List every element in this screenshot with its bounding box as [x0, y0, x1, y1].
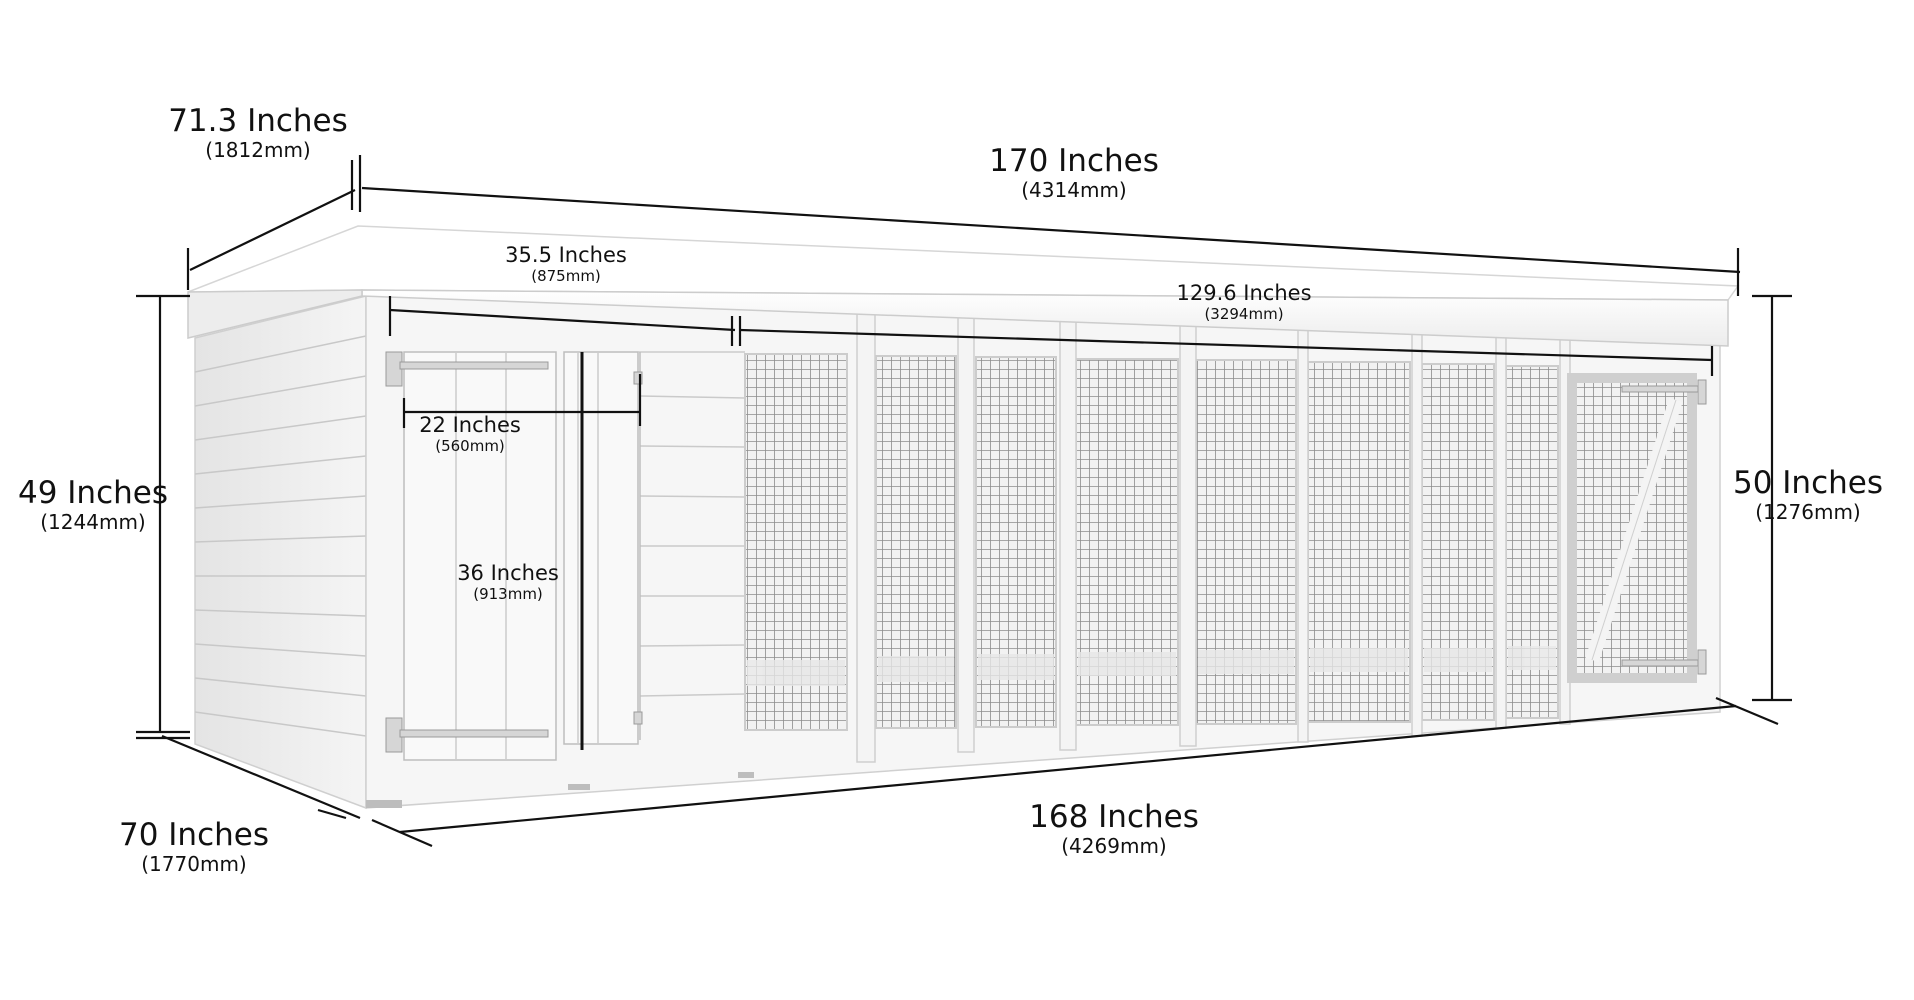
run-section-inches: 129.6 Inches [1176, 281, 1312, 305]
depth-top-inches: 71.3 Inches [168, 103, 348, 139]
height-left-inches: 49 Inches [17, 475, 169, 511]
roof-fascia-side [187, 289, 363, 339]
depth-bottom-inches: 70 Inches [118, 817, 270, 853]
depth-top-mm: (1812mm) [205, 138, 311, 163]
door-width-inches: 22 Inches [419, 413, 521, 437]
door-height-label: 36 Inches (913mm) [457, 561, 559, 604]
height-right-label: 50 Inches (1276mm) [1733, 466, 1883, 524]
door-width-label: 22 Inches (560mm) [419, 413, 521, 456]
height-right-inches: 50 Inches [1732, 465, 1884, 501]
left-side-cladding [194, 335, 367, 737]
shed-section-inches: 35.5 Inches [505, 243, 627, 267]
door-height-mm: (913mm) [473, 585, 543, 604]
depth-bottom-label: 70 Inches (1770mm) [119, 818, 269, 876]
length-bottom-inches: 168 Inches [1029, 799, 1199, 835]
base-feet [366, 772, 754, 808]
door-hinges [385, 351, 643, 753]
run-section-mm: (3294mm) [1204, 305, 1284, 324]
shed-door-right [563, 351, 745, 745]
height-left-mm: (1244mm) [40, 510, 146, 535]
length-top-inches: 170 Inches [989, 143, 1159, 179]
length-top-mm: (4314mm) [1021, 178, 1127, 203]
height-right-mm: (1276mm) [1755, 500, 1861, 525]
door-width-mm: (560mm) [435, 437, 505, 456]
length-bottom-label: 168 Inches (4269mm) [1029, 800, 1199, 858]
shed-section-label: 35.5 Inches (875mm) [505, 243, 627, 286]
run-gate [1567, 373, 1707, 683]
length-bottom-mm: (4269mm) [1061, 834, 1167, 859]
run-frame-posts [856, 301, 1571, 763]
shed-front-cladding [639, 395, 746, 697]
depth-bottom-mm: (1770mm) [141, 852, 247, 877]
dimension-lines [136, 155, 1792, 848]
run-section-label: 129.6 Inches (3294mm) [1176, 281, 1312, 324]
shed-door-left [403, 351, 557, 761]
length-top-label: 170 Inches (4314mm) [989, 144, 1159, 202]
roof-top [187, 225, 1740, 301]
shed-section-mm: (875mm) [531, 267, 601, 286]
door-height-inches: 36 Inches [457, 561, 559, 585]
depth-top-label: 71.3 Inches (1812mm) [168, 104, 348, 162]
run-floor-shading [747, 646, 1556, 686]
left-side-panel [194, 295, 367, 810]
height-left-label: 49 Inches (1244mm) [18, 476, 168, 534]
